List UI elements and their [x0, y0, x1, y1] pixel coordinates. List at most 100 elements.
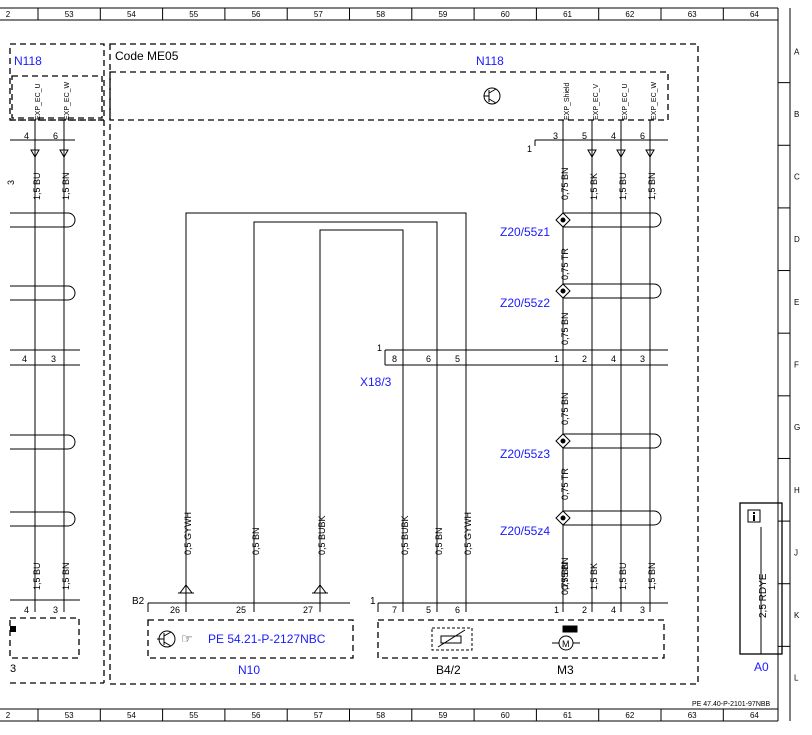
x18-pin-3: 5: [455, 354, 460, 364]
n118-pin-num-1: 3: [553, 131, 558, 141]
left-bot-pin-1: 4: [24, 605, 29, 615]
m3-pin-1: 1: [554, 605, 559, 615]
column-label: 62: [625, 10, 634, 19]
n10-ref: B2: [132, 596, 145, 607]
left-wire-label-top-1: 1,5 BU: [32, 172, 42, 200]
b42-m3-component: 1 7 5 6 1 2 4 3 M B4/2 M3: [370, 596, 668, 677]
b42-wire-1: 0,5 BUBK: [400, 515, 410, 555]
transistor-icon-n10: [157, 630, 176, 648]
left-pin-num-2: 6: [53, 131, 58, 141]
b42-pin-1: 7: [392, 605, 397, 615]
left-wire-label-bot-1: 1,5 BU: [32, 562, 42, 590]
temperature-sensor-icon: [431, 627, 473, 651]
splice-label-z4: Z20/55z4: [500, 524, 550, 538]
m3-wire-3: 1,5 BU: [618, 562, 628, 590]
left-bot-pin-2: 3: [53, 605, 58, 615]
x18-pin-2: 6: [426, 354, 431, 364]
row-label: E: [794, 298, 799, 307]
wire-after-z3: 0,75 TR: [560, 468, 570, 500]
column-label: 56: [252, 10, 261, 19]
wire-label-1: 0,75 BN: [560, 167, 570, 200]
column-label: 55: [189, 10, 198, 19]
wire-after-z1: 0,75 TR: [560, 248, 570, 280]
row-label: K: [794, 611, 800, 620]
column-label: 57: [314, 711, 323, 720]
n10-component: B2 26 25 27 ☞ PE 54.21-P-2127NBC N10: [132, 596, 354, 677]
x18-pin-6: 4: [611, 354, 616, 364]
motor-icon: M: [552, 625, 580, 651]
column-label: 64: [750, 711, 759, 720]
column-label: 54: [127, 711, 136, 720]
left-pin-name-2: EXP_EC_W: [64, 81, 71, 120]
splice-label-z1: Z20/55z1: [500, 225, 550, 239]
n118-pin-num-4: 6: [640, 131, 645, 141]
splice-loops: [563, 212, 662, 526]
column-label: 57: [314, 10, 323, 19]
b42-label: B4/2: [436, 663, 461, 677]
x18-label: X18/3: [360, 375, 392, 389]
column-ticks: [37, 8, 790, 721]
a0-block: 2,5 RDYE A0: [739, 502, 783, 674]
info-icon[interactable]: [747, 509, 761, 523]
column-label: 61: [563, 711, 572, 720]
column-label: 59: [438, 10, 447, 19]
m3-label: M3: [557, 663, 574, 677]
n118-ref: 1: [527, 144, 532, 154]
column-label: 55: [189, 711, 198, 720]
column-label: 2: [6, 711, 11, 720]
row-label: A: [794, 47, 800, 56]
x18-pin-7: 3: [640, 354, 645, 364]
b42-wire-2: 0,5 BN: [434, 527, 444, 555]
n10-label: N10: [238, 663, 260, 677]
row-label: F: [794, 361, 799, 370]
wire-label-4: 1,5 BN: [647, 172, 657, 200]
left-pin-num-1: 4: [24, 131, 29, 141]
n10-pin-2: 25: [236, 605, 246, 615]
right-wires: [562, 120, 655, 612]
row-label: H: [794, 486, 800, 495]
x18-pin-1: 8: [392, 354, 397, 364]
left-wire-label-top-2: 1,5 BN: [61, 172, 71, 200]
column-label: 64: [750, 10, 759, 19]
row-label: B: [794, 110, 799, 119]
n118-pin-num-3: 4: [611, 131, 616, 141]
row-label: J: [794, 548, 798, 557]
row-label: C: [794, 173, 800, 182]
n10-pe-ref-link[interactable]: PE 54.21-P-2127NBC: [208, 632, 326, 646]
footer-ref: PE 47.40-P-2101-97NBB: [692, 701, 771, 708]
n10-wire-3: 0,5 BUBK: [317, 515, 327, 555]
left-n118-block: N118 4 6 EXP_EC_U EXP_EC_W 1,5 BU 1,5 BN…: [6, 43, 105, 684]
m3-wire-1: 0,75 BN: [560, 562, 570, 595]
left-mid-pin-2: 3: [51, 354, 56, 364]
b42-wire-3: 0,5 GYWH: [463, 512, 473, 555]
transistor-icon: [483, 87, 501, 105]
column-label: 63: [688, 10, 697, 19]
wire-mid-bn: 0,75 BN: [560, 392, 570, 425]
column-label: 59: [438, 711, 447, 720]
n118-right-title: N118: [476, 54, 504, 68]
left-mid-pin-1: 4: [22, 354, 27, 364]
m3-wire-2: 1,5 BK: [589, 563, 599, 590]
n118-pin-num-2: 5: [582, 131, 587, 141]
left-component-label: 3: [10, 663, 16, 675]
n118-pin-name-4: EXP_EC_W: [651, 81, 658, 120]
row-label: L: [794, 674, 799, 683]
n10-pin-3: 27: [303, 605, 313, 615]
column-label: 63: [688, 711, 697, 720]
n118-pin-name-3: EXP_EC_U: [622, 83, 629, 120]
code-me05-block: Code ME05: [109, 43, 699, 685]
column-label: 62: [625, 711, 634, 720]
column-label: 58: [376, 711, 385, 720]
column-label: 61: [563, 10, 572, 19]
column-label: 54: [127, 10, 136, 19]
n10-pin-1: 26: [170, 605, 180, 615]
hand-pointer-icon[interactable]: ☞: [181, 631, 193, 646]
shield-triangles: [178, 584, 328, 594]
sheet-frame: [0, 7, 791, 722]
b42-pin-2: 5: [426, 605, 431, 615]
row-label: D: [794, 235, 800, 244]
